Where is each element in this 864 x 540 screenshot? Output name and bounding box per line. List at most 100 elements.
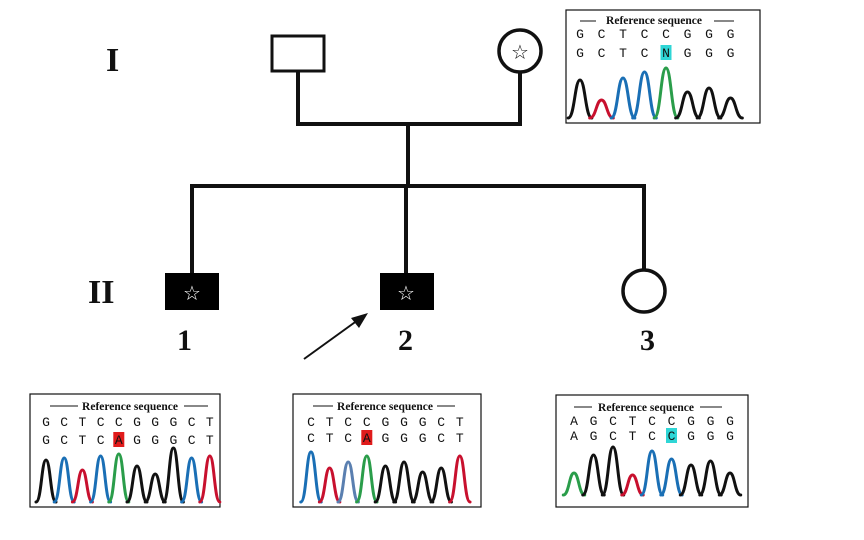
- sample-base: G: [727, 46, 735, 61]
- reference-base: C: [188, 415, 196, 430]
- chromatogram-peak: [143, 472, 167, 504]
- pedigree-lines: [190, 71, 646, 273]
- chromatogram-peak: [652, 66, 680, 120]
- panel-title: Reference sequence: [606, 15, 702, 27]
- reference-base: C: [648, 414, 656, 429]
- sample-base: T: [326, 431, 334, 446]
- chromatogram-peak: [317, 466, 342, 504]
- reference-base: G: [687, 414, 695, 429]
- sample-base: G: [705, 46, 713, 61]
- reference-base: T: [629, 414, 637, 429]
- reference-base: T: [78, 415, 86, 430]
- reference-base: G: [707, 414, 715, 429]
- chromatogram-peak: [410, 470, 435, 504]
- sample-base: G: [684, 46, 692, 61]
- reference-base: C: [60, 415, 68, 430]
- father-unaffected-square: [270, 34, 326, 73]
- reference-base: C: [115, 415, 123, 430]
- individual-label-3: 3: [640, 324, 655, 357]
- chromatogram-peak: [631, 70, 658, 120]
- chromatogram-peak: [429, 466, 453, 504]
- sample-base: G: [133, 433, 141, 448]
- chromatogram-peak: [659, 457, 684, 497]
- sample-base: T: [629, 429, 637, 444]
- chromatogram-peak: [620, 473, 645, 497]
- chromatogram-peak: [70, 468, 94, 504]
- reference-base: T: [326, 415, 334, 430]
- ii1-affected-square: [165, 273, 219, 310]
- reference-base: G: [381, 415, 389, 430]
- reference-base: C: [307, 415, 315, 430]
- ii1-star-icon: ☆: [183, 281, 201, 305]
- reference-base: G: [42, 415, 50, 430]
- reference-base: G: [684, 27, 692, 42]
- chromatogram-peak: [566, 78, 594, 120]
- chromatogram-peak: [336, 460, 360, 504]
- proband-arrow-icon: [303, 313, 368, 360]
- chromatogram-peak: [581, 453, 606, 497]
- sample-base: G: [419, 431, 427, 446]
- panel-title: Reference sequence: [82, 401, 178, 413]
- sample-base: T: [619, 46, 627, 61]
- reference-base: C: [363, 415, 371, 430]
- variant-highlight: [660, 45, 672, 60]
- variant-highlight: [666, 428, 677, 443]
- sample-base: G: [42, 433, 50, 448]
- reference-base: C: [668, 414, 676, 429]
- chromatogram-peak: [373, 464, 398, 504]
- ii2-star-icon: ☆: [397, 281, 415, 305]
- ii2-affected-square: [380, 273, 434, 310]
- sample-base: C: [344, 431, 352, 446]
- chromatogram-peak: [355, 454, 379, 504]
- sample-base: G: [576, 46, 584, 61]
- generation-label-ii: II: [88, 274, 114, 311]
- reference-base: C: [609, 414, 617, 429]
- chromatogram-peak: [52, 456, 76, 504]
- variant-highlight: [113, 432, 125, 447]
- ii3-unaffected-circle: [621, 268, 667, 314]
- mother-carrier-circle: [497, 28, 543, 74]
- individual-label-1: 1: [177, 324, 192, 357]
- reference-base: A: [570, 414, 578, 429]
- reference-base: T: [206, 415, 214, 430]
- chromatogram-peak: [600, 445, 626, 497]
- sample-base: G: [726, 429, 734, 444]
- sample-base: G: [169, 433, 177, 448]
- reference-base: C: [97, 415, 105, 430]
- chromatogram-peak: [717, 96, 744, 120]
- reference-base: G: [133, 415, 141, 430]
- sample-base: C: [641, 46, 649, 61]
- reference-base: C: [437, 415, 445, 430]
- chromatogram-peak: [125, 464, 149, 504]
- reference-base: G: [576, 27, 584, 42]
- reference-base: C: [662, 27, 670, 42]
- chromatogram-peak: [107, 452, 131, 504]
- reference-base: G: [151, 415, 159, 430]
- generation-label-i: I: [106, 42, 119, 79]
- reference-base: G: [705, 27, 713, 42]
- sample-base: N: [662, 46, 670, 61]
- chromatogram-peak: [299, 450, 323, 504]
- reference-base: G: [590, 414, 598, 429]
- reference-base: G: [169, 415, 177, 430]
- chromatogram-peak: [198, 454, 222, 504]
- variant-highlight: [361, 430, 373, 445]
- chromatogram-peak: [609, 76, 637, 120]
- chromatogram-peak: [180, 456, 204, 504]
- sample-base: A: [363, 431, 371, 446]
- chromatogram-peak: [698, 459, 723, 497]
- sample-base: A: [115, 433, 123, 448]
- sample-base: T: [78, 433, 86, 448]
- sample-base: G: [590, 429, 598, 444]
- panel-title: Reference sequence: [598, 402, 694, 414]
- sample-base: C: [668, 429, 676, 444]
- sample-base: G: [707, 429, 715, 444]
- chromatogram-peak: [448, 454, 472, 504]
- sample-base: C: [437, 431, 445, 446]
- panel-title: Reference sequence: [337, 401, 433, 413]
- sample-base: A: [570, 429, 578, 444]
